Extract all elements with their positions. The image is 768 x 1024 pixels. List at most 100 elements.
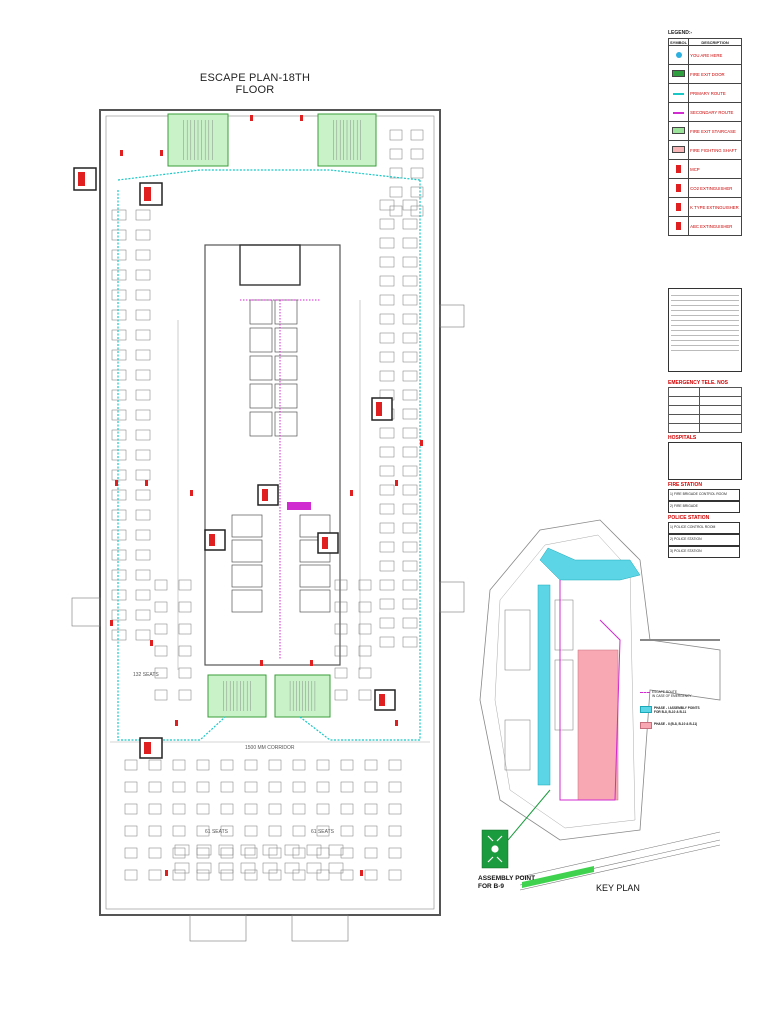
desk [379,237,395,249]
desk [410,205,424,217]
desk [196,862,212,874]
desk [402,446,418,458]
site-building-4 [504,719,531,771]
desk [148,781,162,793]
desk [174,844,190,856]
fire-extinguisher-mark [160,150,163,156]
desk [196,869,210,881]
legend-row: YOU ARE HERE [667,45,742,65]
desk [402,560,418,572]
fire-extinguisher-mark [175,720,178,726]
desk [340,869,354,881]
legend-row: MCP [667,159,742,179]
desk [111,249,127,261]
you-are-here-icon [675,51,682,58]
desk [244,759,258,771]
desk [284,862,300,874]
desk [410,129,424,141]
desk [124,781,138,793]
desk [358,645,372,657]
fire-extinguisher-mark [395,720,398,726]
desk [340,759,354,771]
secondary-route [240,299,320,660]
desk [196,844,212,856]
legend-row: SECONDARY ROUTE [667,102,742,122]
desk [402,579,418,591]
seats-label-61-left: 61 SEATS [205,829,228,835]
shaft-cell [249,411,273,437]
key-plan-title: KEY PLAN [596,883,640,893]
desk [220,781,234,793]
legend-row: FIRE EXIT DOOR [667,64,742,84]
desk [135,349,151,361]
desk [148,825,162,837]
desk [174,862,190,874]
desk [218,844,234,856]
desk [135,489,151,501]
desk [244,847,258,859]
desk [240,844,256,856]
fire-safety-markers [110,115,423,876]
desk [135,329,151,341]
desk [316,803,330,815]
desk [379,446,395,458]
desk [364,781,378,793]
legend-row: K TYPE EXTINGUISHER [667,197,742,217]
desk [328,844,344,856]
desk [388,803,402,815]
desk [292,781,306,793]
stair-treads [183,120,361,711]
desk [334,689,348,701]
desk [135,469,151,481]
site-building-2 [554,659,574,731]
desk [334,667,348,679]
desk [154,601,168,613]
desk [220,825,234,837]
desk [379,503,395,515]
desk [148,803,162,815]
desk [379,256,395,268]
desk [135,609,151,621]
desk [379,598,395,610]
desk [135,209,151,221]
desk [135,529,151,541]
desk [124,759,138,771]
fire-extinguisher-mark [115,480,118,486]
desk [262,844,278,856]
desk [402,237,418,249]
desk [111,429,127,441]
desk [410,186,424,198]
site-road-cyan [539,547,641,581]
legend-label: CO2 EXTINGUISHER [688,178,742,198]
desk [379,313,395,325]
legend-label: YOU ARE HERE [688,45,742,65]
desk [379,560,395,572]
desk [402,351,418,363]
lift-shafts [231,299,331,613]
desk [124,847,138,859]
legend-label: PRIMARY ROUTE [688,83,742,103]
right-side-projection [439,581,465,613]
desk [111,489,127,501]
desk [268,803,282,815]
key-plan-site [479,519,721,891]
desk [240,862,256,874]
desk [111,309,127,321]
desk [268,825,282,837]
fire-extinguisher-mark [350,490,353,496]
desk [388,781,402,793]
desk [358,579,372,591]
desk [402,332,418,344]
desk [402,503,418,515]
desk [379,351,395,363]
desk [410,167,424,179]
desk [178,579,192,591]
desk [111,329,127,341]
desk [135,569,151,581]
desk [402,389,418,401]
desk [135,409,151,421]
desk [284,844,300,856]
